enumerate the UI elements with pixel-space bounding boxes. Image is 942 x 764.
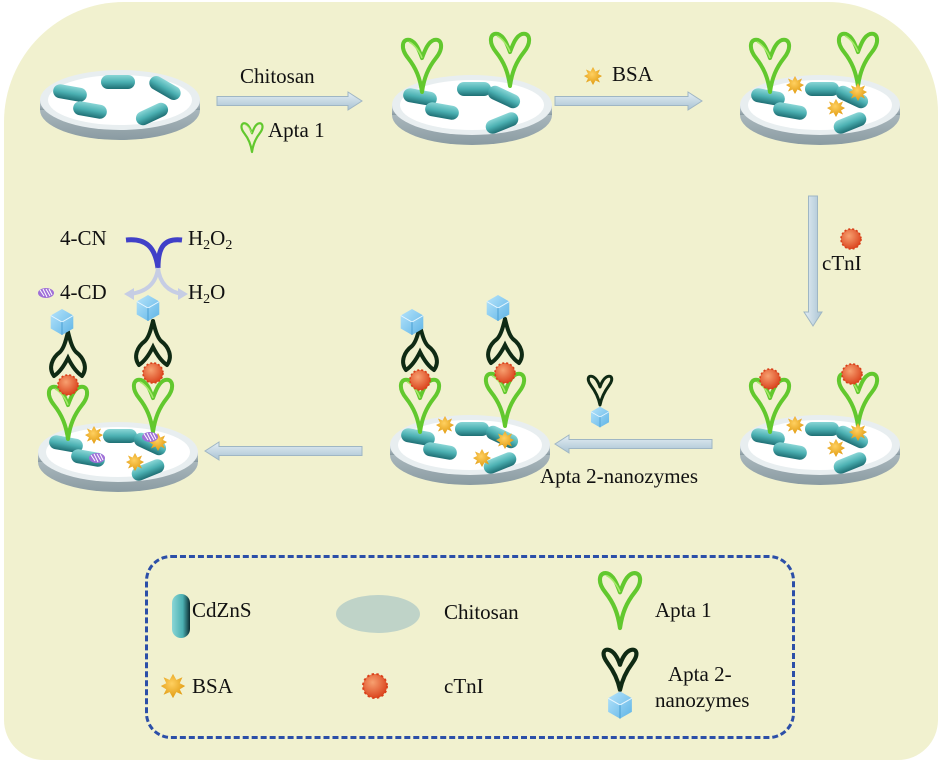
arrow3-label-ctni: cTnI <box>822 251 862 275</box>
legend-label-apta2-line2: nanozymes <box>655 688 750 712</box>
legend-label-bsa: BSA <box>192 674 233 698</box>
arrow-shape <box>554 434 713 454</box>
cdzns-rod-icon <box>103 429 137 443</box>
ctni-icon <box>142 362 164 384</box>
arrow-step5 <box>204 441 363 461</box>
product-4cd-icon <box>88 452 106 464</box>
apta2-icon <box>49 330 87 378</box>
legend-label-apta1: Apta 1 <box>655 598 712 622</box>
h2o2-sub2: 2 <box>225 238 233 253</box>
arrow4-label-apta2-nanozymes: Apta 2-nanozymes <box>540 464 699 488</box>
arrow-step4 <box>554 434 713 454</box>
nanozyme-icon <box>486 294 510 322</box>
electrode-bsa <box>740 31 900 145</box>
reactant-h2o2: H2O2 <box>188 228 232 253</box>
bsa-icon <box>584 67 602 85</box>
ctni-icon <box>494 362 516 384</box>
arrow1-label-chitosan: Chitosan <box>240 64 315 88</box>
nanozyme-icon <box>590 406 610 428</box>
legend-chitosan-icon <box>336 595 420 633</box>
legend-label-cdzns: CdZnS <box>192 598 252 622</box>
h2o2-o: O <box>210 226 226 250</box>
legend-cdzns-icon <box>172 594 190 638</box>
electrode-ctni <box>740 363 900 485</box>
ctni-icon <box>841 363 863 385</box>
product-h2o: H2O <box>188 282 225 307</box>
ctni-icon <box>840 228 862 250</box>
apta1-icon <box>240 122 264 154</box>
cdzns-rod-icon <box>805 422 839 436</box>
reaction-curve-4cn <box>125 237 161 269</box>
arrow-step2 <box>554 91 703 111</box>
h2o-o: O <box>210 280 226 304</box>
nanozyme-icon <box>50 308 74 336</box>
cdzns-rod-icon <box>455 422 489 436</box>
product-4cd-icon <box>141 431 159 443</box>
product-4cd-icon <box>37 287 55 299</box>
arrowhead-h2o <box>178 288 188 300</box>
arrow1-label-apta1: Apta 1 <box>268 118 325 142</box>
electrode-signal <box>38 294 198 492</box>
legend-label-ctni: cTnI <box>444 674 484 698</box>
electrode-sandwich <box>390 294 550 485</box>
arrowhead-4cd <box>124 288 134 300</box>
arrow-step3 <box>803 195 823 327</box>
legend-label-chitosan: Chitosan <box>444 600 519 624</box>
nanozyme-icon <box>136 294 160 322</box>
product-4cd: 4-CD <box>60 280 107 304</box>
ctni-icon <box>409 369 431 391</box>
cdzns-rod-icon <box>805 82 839 96</box>
arrow-shape <box>216 91 363 111</box>
reactant-4cn: 4-CN <box>60 226 107 250</box>
cdzns-rod-icon <box>457 82 491 96</box>
apta2-icon <box>586 374 614 407</box>
arrow-shape <box>803 195 823 327</box>
legend-label-apta2-line1: Apta 2- <box>668 662 732 686</box>
h2o-h: H <box>188 280 204 304</box>
arrow-step1 <box>216 91 363 111</box>
apta2-icon <box>486 317 524 365</box>
h2o2-h: H <box>188 226 204 250</box>
electrode-bare <box>40 70 200 140</box>
arrow2-label-bsa: BSA <box>612 62 653 86</box>
cdzns-rod-icon <box>101 75 135 89</box>
reaction-curve-4cd <box>129 267 160 296</box>
ctni-icon <box>57 374 79 396</box>
reaction-curve-h2o2 <box>155 237 183 269</box>
legend-box <box>145 555 795 739</box>
arrow-shape <box>554 91 703 111</box>
h2o-sub: 2 <box>203 292 211 307</box>
apta2-icon <box>134 319 172 367</box>
h2o2-sub1: 2 <box>203 238 211 253</box>
electrode-apta1 <box>392 31 552 145</box>
arrow-shape <box>204 441 363 461</box>
ctni-icon <box>759 368 781 390</box>
